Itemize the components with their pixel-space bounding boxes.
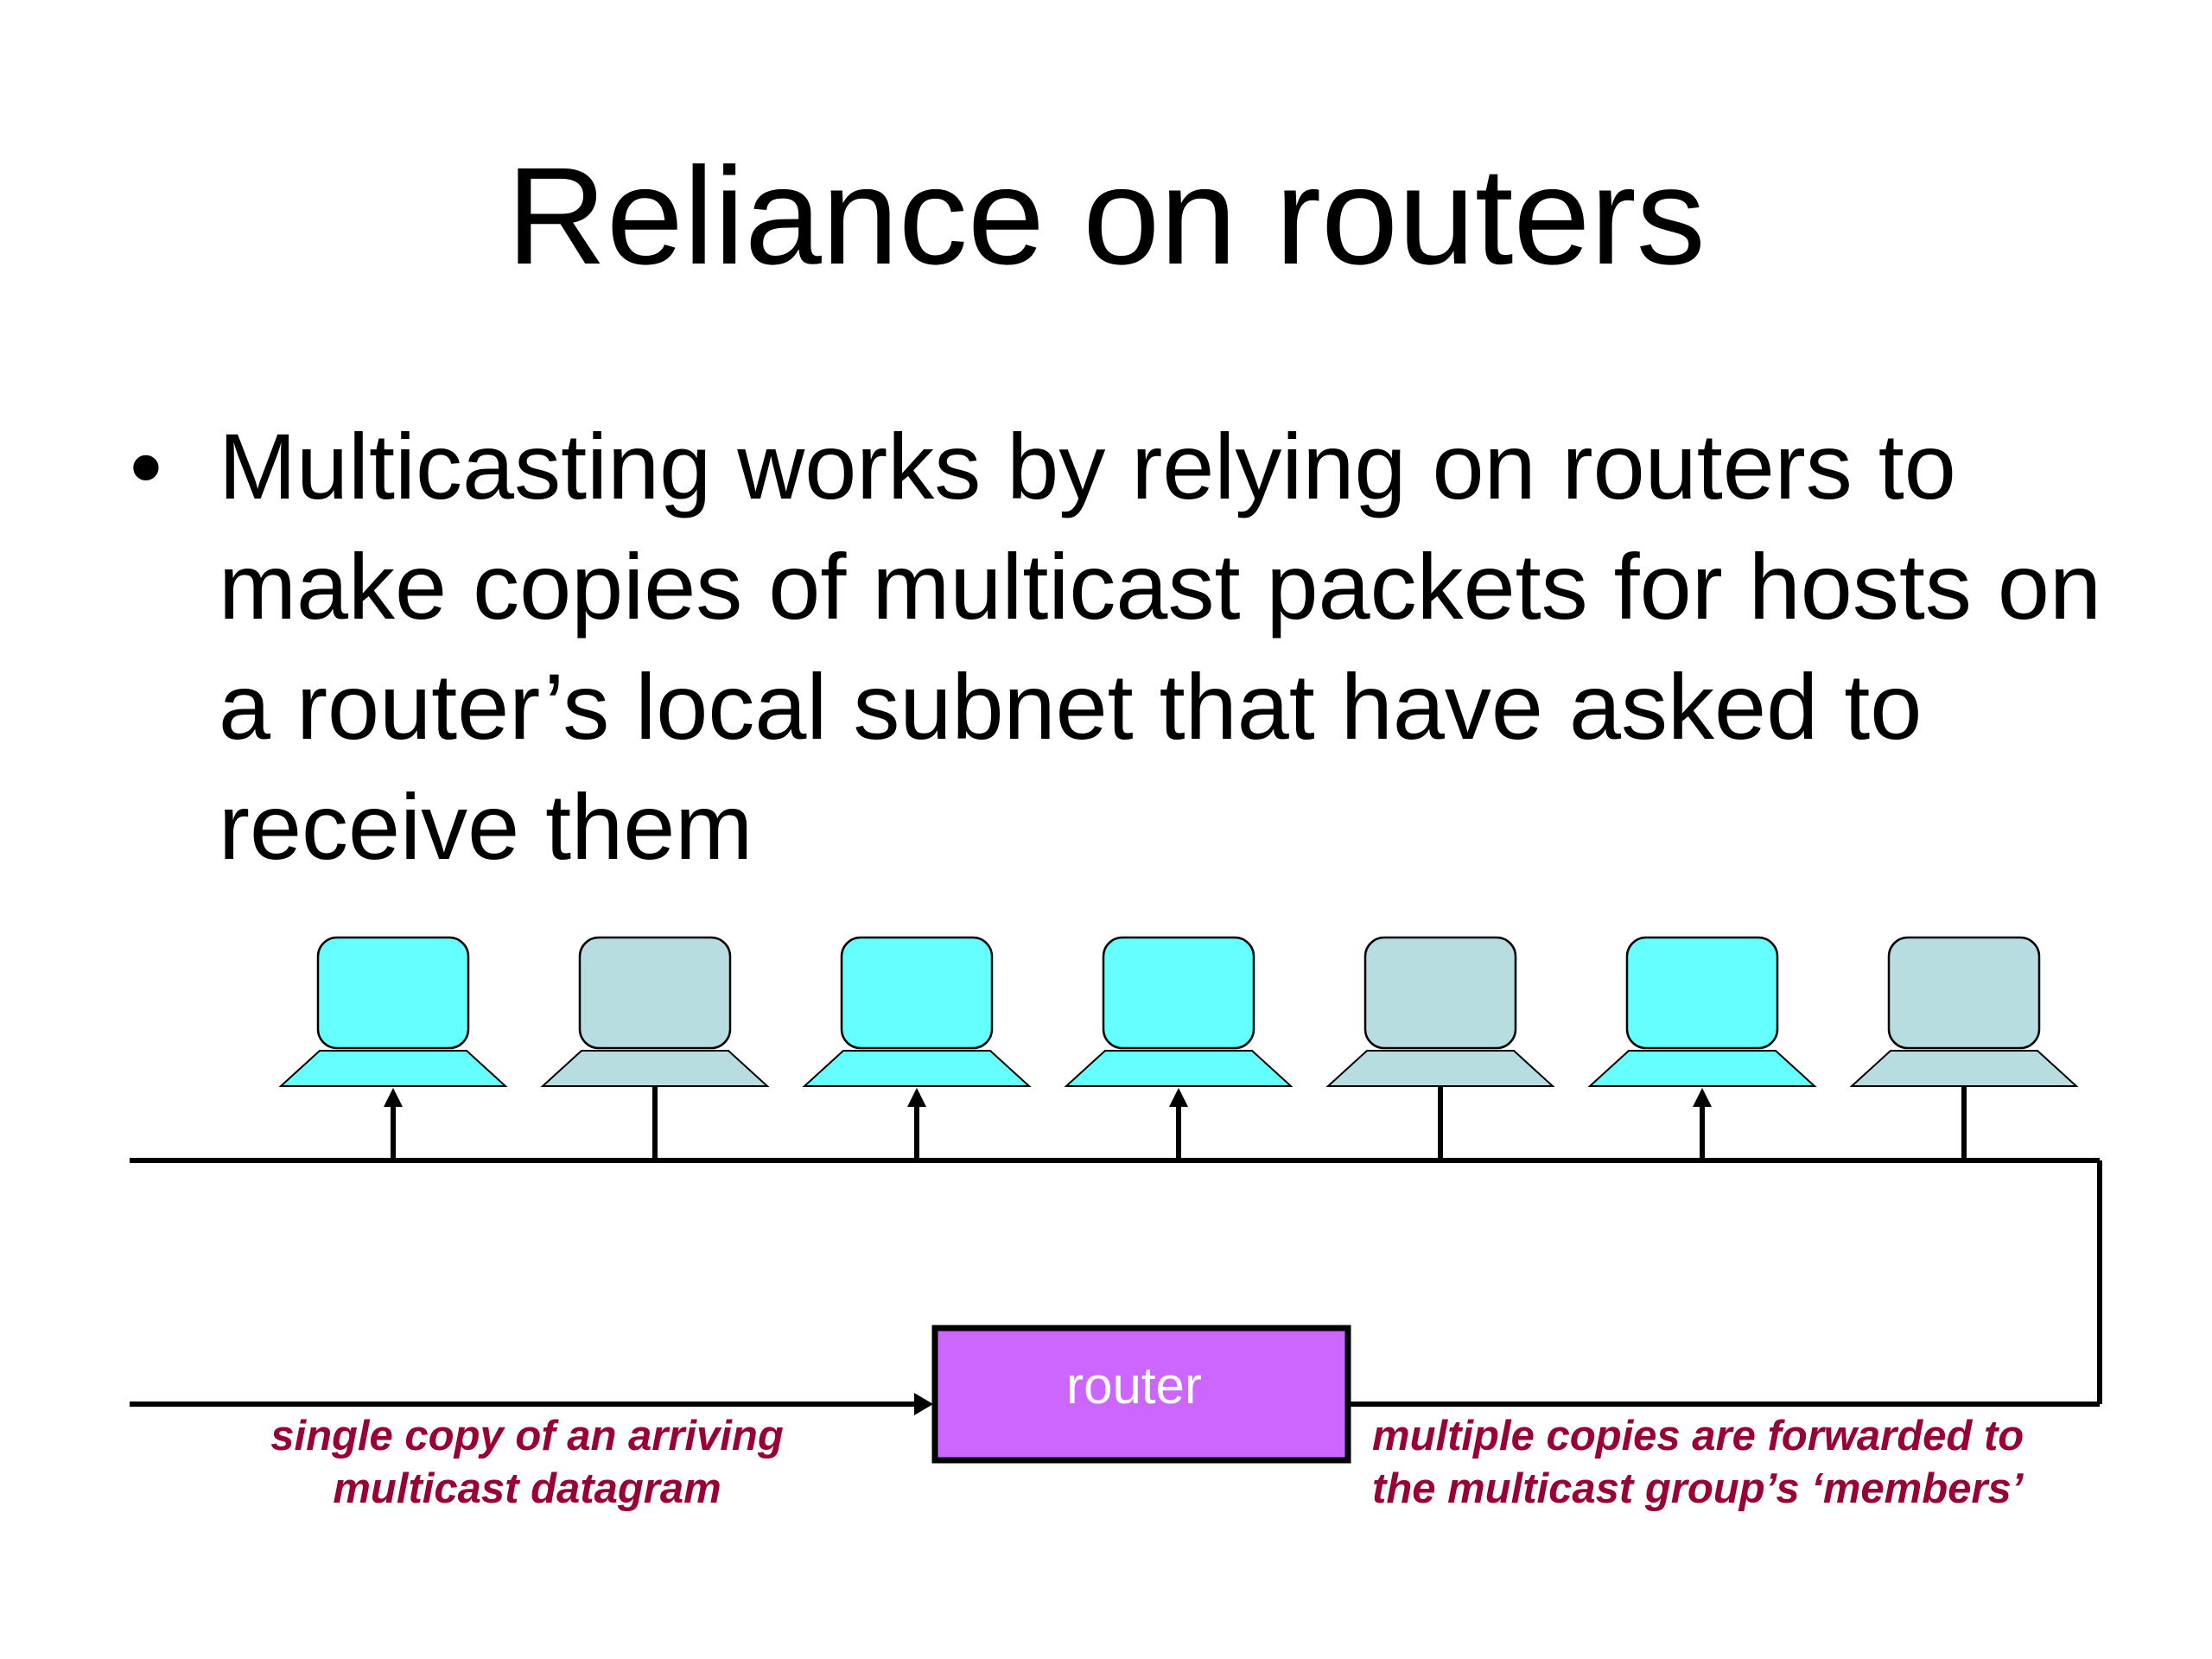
forwarded-caption-line-1: multiple copies are forwarded to: [1372, 1413, 2024, 1459]
member-host-computer-icon: [1064, 936, 1294, 1160]
member-host-computer-icon: [1587, 936, 1817, 1160]
delivery-arrowhead-icon: [907, 1088, 926, 1107]
host-base-shape: [1325, 1050, 1555, 1087]
forwarded-caption-line-2: the multicast group’s ‘members’: [1372, 1465, 2024, 1512]
non-member-host-computer-icon: [1849, 936, 2079, 1160]
hosts-group: [278, 936, 2079, 1160]
host-monitor-shape: [840, 936, 994, 1050]
host-monitor-shape: [316, 936, 470, 1050]
forwarded-caption: multiple copies are forwarded to the mul…: [1372, 1410, 2063, 1516]
host-base-shape: [1587, 1050, 1817, 1087]
slide-title: Reliance on routers: [506, 138, 1706, 293]
host-base-shape: [802, 1050, 1032, 1087]
host-monitor-shape: [1887, 936, 2041, 1050]
bullet-list: • Multicasting works by relying on route…: [130, 406, 2117, 887]
non-member-host-computer-icon: [540, 936, 770, 1160]
incoming-caption-line-1: single copy of an arriving: [270, 1413, 784, 1459]
member-host-computer-icon: [802, 936, 1032, 1160]
router-box: [931, 1325, 1351, 1464]
incoming-caption-line-2: multicast datagram: [333, 1465, 721, 1512]
bullet-item: • Multicasting works by relying on route…: [130, 406, 2117, 887]
incoming-arrowhead-icon: [914, 1393, 933, 1415]
host-monitor-shape: [1363, 936, 1517, 1050]
member-host-computer-icon: [278, 936, 508, 1160]
delivery-arrowhead-icon: [1693, 1088, 1712, 1107]
delivery-arrowhead-icon: [1169, 1088, 1188, 1107]
incoming-caption: single copy of an arriving multicast dat…: [181, 1410, 873, 1516]
host-base-shape: [540, 1050, 770, 1087]
bullet-dot-icon: •: [130, 414, 162, 518]
host-monitor-shape: [1625, 936, 1779, 1050]
host-monitor-shape: [578, 936, 732, 1050]
router-label: router: [1066, 1357, 1202, 1414]
bullet-text: Multicasting works by relying on routers…: [219, 414, 2101, 879]
delivery-arrowhead-icon: [384, 1088, 403, 1107]
host-base-shape: [1064, 1050, 1294, 1087]
host-monitor-shape: [1102, 936, 1255, 1050]
host-base-shape: [278, 1050, 508, 1087]
host-base-shape: [1849, 1050, 2079, 1087]
non-member-host-computer-icon: [1325, 936, 1555, 1160]
